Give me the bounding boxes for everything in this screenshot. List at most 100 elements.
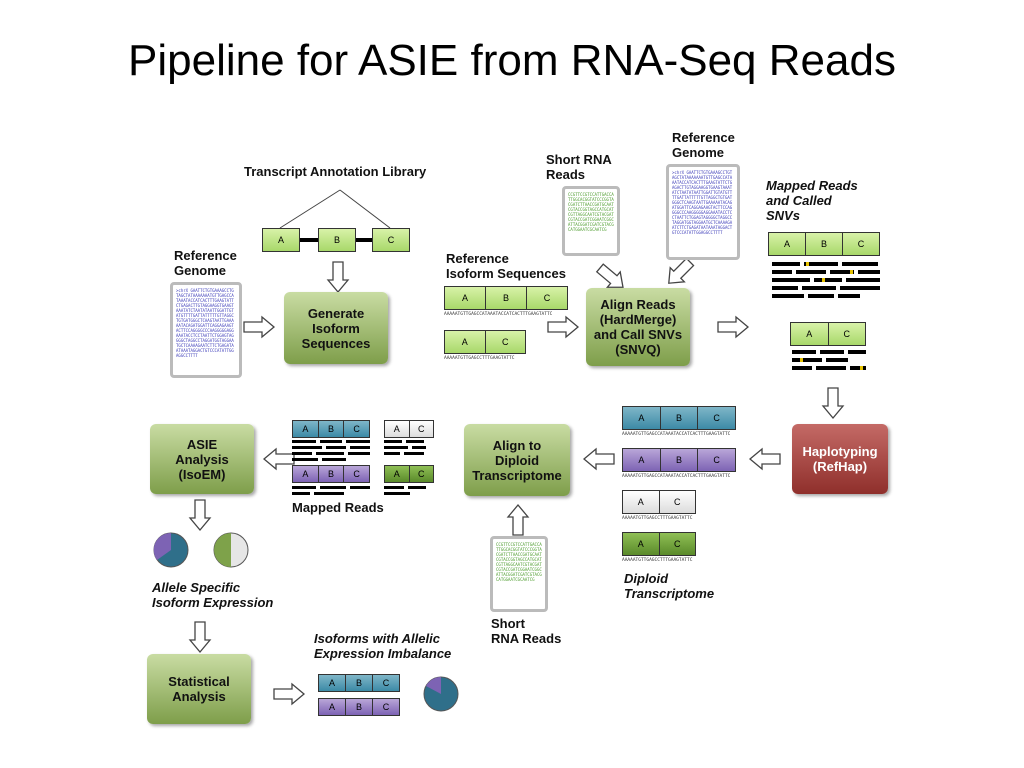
arrow-allele-down	[189, 621, 211, 653]
ref-isoform-abc-seq: AAAAATGTTGAGCCATAAATACCATCACTTTGAAGTATTC	[444, 312, 553, 317]
library-segment-c: C	[372, 228, 410, 252]
diploid-isoform-abc-1-seq: AAAAATGTTGAGCCATAAATACCATCACTTTGAAGTATTC	[622, 432, 731, 437]
arrow-align-mapped	[717, 316, 749, 338]
segment-label: C	[353, 424, 360, 434]
segment-label: A	[385, 421, 410, 437]
align-reads-step: Align Reads (HardMerge) and Call SNVs (S…	[586, 288, 690, 366]
segment-label: A	[769, 233, 806, 255]
segment-label: A	[623, 407, 661, 429]
segment-label: B	[661, 449, 699, 471]
reference-genome-label-2: Reference Genome	[672, 130, 735, 160]
mapped-reads-snvs-label: Mapped Reads and Called SNVs	[766, 178, 858, 223]
arrow-stat-imbalance	[273, 683, 305, 705]
reference-genome-doc-1: >chrX GAATTCTGTGAAAGCCTGTAGCTATAAAAAAATG…	[170, 282, 242, 378]
segment-label: C	[857, 239, 865, 249]
arrow-reads-up	[507, 504, 529, 536]
short-rna-reads-label-top: Short RNA Reads	[546, 152, 612, 182]
segment-label: A	[277, 235, 284, 245]
segment-label: A	[293, 466, 319, 482]
align-diploid-step-text: Align to Diploid Transcriptome	[472, 437, 562, 483]
diploid-isoform-abc-2-seq: AAAAATGTTGAGCCATAAATACCATCACTTTGAAGTATTC	[622, 474, 731, 479]
pie-green-white	[213, 532, 249, 568]
segment-label: C	[382, 678, 390, 688]
arrow-genome-generate	[243, 316, 275, 338]
segment-label: B	[319, 421, 345, 437]
isoforms-imbalance-label: Isoforms with Allelic Expression Imbalan…	[314, 631, 452, 661]
transcript-library-label: Transcript Annotation Library	[244, 164, 427, 179]
statistical-step-text: Statistical Analysis	[168, 674, 230, 704]
segment-label: A	[623, 533, 660, 555]
align-reads-step-text: Align Reads (HardMerge) and Call SNVs (S…	[593, 297, 683, 357]
segment-label: A	[623, 491, 660, 513]
segment-label: B	[346, 699, 373, 715]
arrow-asie-down	[189, 499, 211, 531]
arrow-genome2-align	[661, 254, 698, 291]
segment-label: C	[843, 329, 851, 339]
short-reads-doc-top: CCGTTCCGTCCATTGACCATTGGCACGGTATCCCGGTACG…	[562, 186, 620, 256]
pie-blue-purple	[153, 532, 189, 568]
segment-label: C	[674, 497, 681, 507]
library-segment-a: A	[262, 228, 300, 252]
segment-label: B	[661, 407, 699, 429]
segment-label: C	[502, 337, 509, 347]
arrow-align-asie	[263, 448, 295, 470]
segment-label: C	[418, 424, 425, 434]
reads-doc-text-top: CCGTTCCGTCCATTGACCATTGGCACGGTATCCCGGTACG…	[568, 192, 614, 232]
segment-label: C	[387, 235, 395, 245]
arrow-mapped-haplo	[822, 387, 844, 419]
segment-label: B	[319, 466, 345, 482]
genome-doc-text-1: >chrX GAATTCTGTGAAAGCCTGTAGCTATAAAAAAATG…	[176, 288, 234, 358]
pie-imbalance	[423, 676, 459, 712]
haplotyping-step: Haplotyping (RefHap)	[792, 424, 888, 494]
segment-label: B	[806, 233, 843, 255]
asie-step-text: ASIE Analysis (IsoEM)	[175, 436, 229, 482]
segment-label: C	[713, 455, 720, 465]
short-reads-doc-bottom: CCGTTCCGTCCATTGACCATTGGCACGGTATCCCGGTACG…	[490, 536, 548, 612]
mapped-read-bars-top	[772, 262, 880, 298]
segment-label: C	[543, 293, 551, 303]
segment-label: B	[486, 287, 527, 309]
arrow-library-down	[327, 261, 349, 293]
segment-label: A	[791, 323, 829, 345]
generate-step-text: Generate Isoform Sequences	[301, 305, 371, 351]
allele-specific-label: Allele Specific Isoform Expression	[152, 580, 274, 610]
segment-label: A	[445, 331, 486, 353]
library-segment-b: B	[318, 228, 356, 252]
segment-label: B	[333, 235, 340, 245]
diploid-isoform-ac-1-seq: AAAAATGTTGAGCCTTTGAAGTATTC	[622, 516, 693, 521]
reference-genome-doc-2: >chrX GAATTCTGTGAAAGCCTGTAGCTATAAAAAAATG…	[666, 164, 740, 260]
diploid-isoform-ac-2-seq: AAAAATGTTGAGCCTTTGAAGTATTC	[622, 558, 693, 563]
reference-genome-label-1: Reference Genome	[174, 248, 237, 278]
segment-label: C	[353, 469, 360, 479]
diploid-transcriptome-label: Diploid Transcriptome	[624, 571, 715, 601]
page-title: Pipeline for ASIE from RNA-Seq Reads	[128, 36, 896, 85]
segment-label: A	[319, 699, 346, 715]
asie-analysis-step: ASIE Analysis (IsoEM)	[150, 424, 254, 494]
segment-label: A	[623, 449, 661, 471]
segment-label: B	[346, 675, 373, 691]
segment-label: C	[713, 413, 720, 423]
genome-doc-text-2: >chrX GAATTCTGTGAAAGCCTGTAGCTATAAAAAAATG…	[672, 170, 733, 235]
mapped-read-bars-left	[292, 440, 426, 495]
segment-label: A	[293, 421, 319, 437]
statistical-analysis-step: Statistical Analysis	[147, 654, 251, 724]
generate-isoforms-step: Generate Isoform Sequences	[284, 292, 388, 364]
arrow-isoforms-align	[547, 316, 579, 338]
segment-label: A	[445, 287, 486, 309]
segment-label: A	[385, 466, 410, 482]
short-rna-reads-label-bottom: Short RNA Reads	[491, 616, 562, 646]
segment-label: A	[319, 675, 346, 691]
